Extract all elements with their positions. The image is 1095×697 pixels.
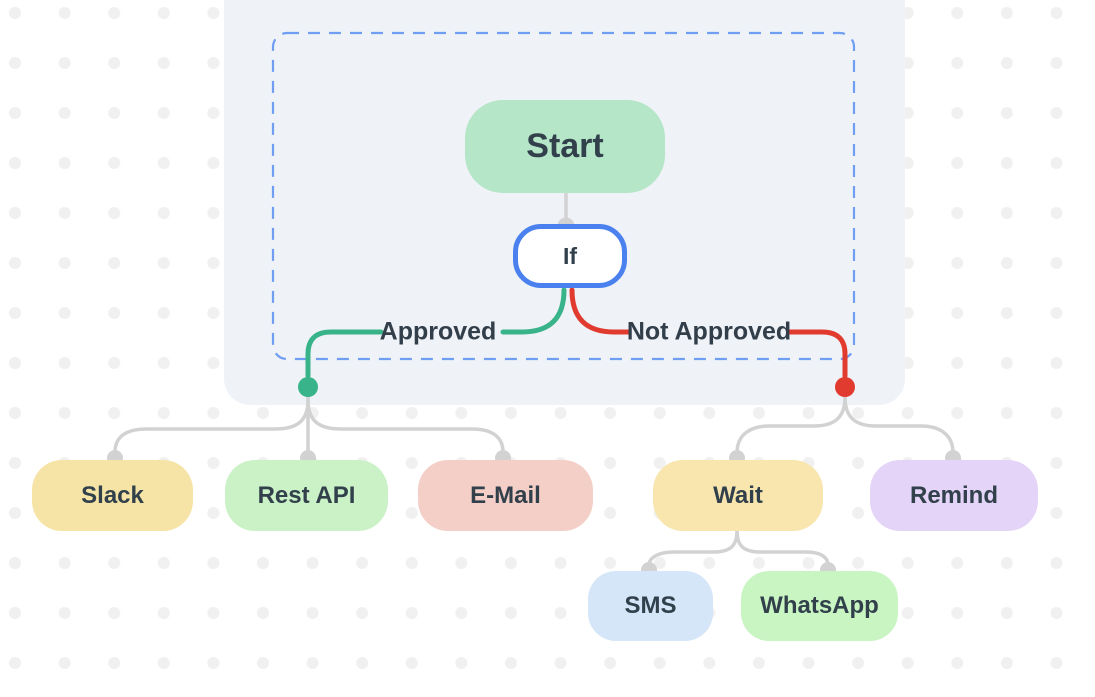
- node-start-label: Start: [526, 127, 604, 165]
- node-wait[interactable]: Wait: [653, 460, 823, 531]
- edge-label-approved[interactable]: Approved: [379, 317, 497, 346]
- node-remind[interactable]: Remind: [870, 460, 1038, 531]
- node-whatsapp-label: WhatsApp: [760, 592, 879, 619]
- edge-notapproved-down[interactable]: [787, 329, 848, 379]
- edge-approved-to-slack[interactable]: [113, 398, 310, 454]
- node-email-label: E-Mail: [470, 481, 541, 509]
- edge-wait-to-sms[interactable]: [647, 529, 739, 567]
- edge-notapproved-to-wait[interactable]: [735, 395, 847, 455]
- node-slack[interactable]: Slack: [32, 460, 193, 531]
- edge-if-notapproved-right[interactable]: [569, 287, 632, 335]
- node-remind-label: Remind: [909, 481, 998, 509]
- edge-notapproved-to-remind[interactable]: [843, 395, 955, 455]
- branch-dot-approved[interactable]: [298, 377, 318, 397]
- node-rest-api[interactable]: Rest API: [225, 460, 388, 531]
- node-if-label: If: [562, 242, 578, 269]
- edge-label-not-approved[interactable]: Not Approved: [626, 317, 792, 346]
- node-wait-label: Wait: [713, 481, 763, 509]
- node-sms[interactable]: SMS: [588, 571, 713, 641]
- edge-if-approved-left[interactable]: [500, 287, 567, 335]
- node-rest-api-label: Rest API: [257, 481, 356, 509]
- branch-dot-notapproved[interactable]: [835, 377, 855, 397]
- selection-dashed-border: [271, 31, 856, 361]
- node-whatsapp[interactable]: WhatsApp: [741, 571, 898, 641]
- edge-approved-down[interactable]: [305, 329, 384, 379]
- node-if[interactable]: If: [513, 224, 627, 288]
- edge-wait-to-whatsapp[interactable]: [735, 529, 830, 567]
- node-email[interactable]: E-Mail: [418, 460, 593, 531]
- node-start[interactable]: Start: [465, 100, 665, 193]
- edge-approved-to-email[interactable]: [306, 398, 505, 454]
- node-sms-label: SMS: [624, 592, 677, 619]
- node-slack-label: Slack: [81, 481, 144, 509]
